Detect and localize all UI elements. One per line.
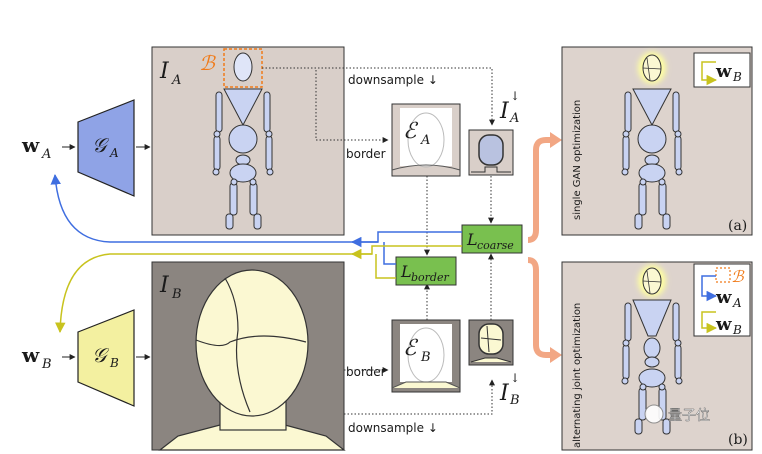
- generator-b-label: 𝒢 B: [92, 343, 119, 370]
- legend-b-wb-label: w B: [715, 314, 742, 337]
- svg-text:I: I: [159, 59, 170, 84]
- l-border-box: [395, 256, 457, 286]
- blue-feedback-arrow: [50, 173, 462, 243]
- yellow-feedback-arrow: [55, 245, 462, 334]
- svg-text:A: A: [732, 296, 742, 310]
- downsample-path-bottom: [344, 379, 495, 415]
- ib-down-label: I ↓ B: [499, 371, 520, 408]
- downsample-path-top: [262, 67, 493, 108]
- mannequin-result-b: [621, 265, 683, 435]
- border-region-label: ℬ: [199, 51, 216, 75]
- svg-text:↓: ↓: [510, 371, 520, 385]
- ib-down-lines: [480, 325, 502, 353]
- svg-text:B: B: [41, 357, 52, 372]
- svg-text:A: A: [41, 147, 51, 162]
- svg-text:coarse: coarse: [477, 239, 514, 252]
- watermark-icon: [644, 404, 664, 424]
- e-a-label: ℰ A: [403, 119, 430, 148]
- svg-text:w: w: [715, 314, 732, 335]
- ia-down-head: [478, 134, 504, 166]
- salmon-arrow-a: [527, 137, 552, 243]
- watermark-text: 量子位: [668, 408, 710, 424]
- svg-text:B: B: [732, 323, 742, 337]
- salmon-arrowhead-a: [550, 132, 562, 148]
- image-b-label: I B: [159, 273, 182, 302]
- generator-b: [77, 309, 135, 407]
- e-a-head-outline: [407, 112, 445, 168]
- e-a-shoulder: [391, 164, 461, 171]
- legend-b-wa-label: w A: [715, 287, 742, 310]
- border-path-top: [262, 67, 344, 141]
- border-top-label: border: [346, 147, 386, 161]
- svg-text:L: L: [466, 230, 478, 249]
- e-b-shoulder: [391, 381, 461, 389]
- svg-text:↓: ↓: [510, 89, 520, 103]
- svg-text:A: A: [509, 111, 519, 126]
- mannequin-result-a: [621, 52, 683, 230]
- svg-text:border: border: [411, 271, 449, 284]
- svg-text:L: L: [400, 262, 412, 281]
- svg-text:B: B: [109, 356, 119, 370]
- legend-a-label: w B: [715, 61, 742, 84]
- l-coarse-label: L coarse: [466, 230, 514, 252]
- l-border-label: L border: [400, 262, 449, 284]
- alternating-label: alternating joint optimization: [572, 303, 583, 448]
- svg-text:B: B: [732, 70, 742, 84]
- salmon-arrow-b: [527, 257, 552, 358]
- e-a-inner: [400, 108, 452, 166]
- svg-text:A: A: [420, 133, 430, 148]
- generator-a: [77, 99, 135, 197]
- svg-text:𝒢: 𝒢: [92, 343, 110, 367]
- downsample-bottom-label: downsample ↓: [348, 421, 438, 435]
- svg-text:A: A: [171, 73, 181, 88]
- legend-b-loop-a: [701, 275, 718, 302]
- tag-b: (b): [728, 432, 748, 448]
- single-gan-label: single GAN optimization: [572, 100, 583, 220]
- e-b-label: ℰ B: [403, 336, 431, 365]
- w-b-label: w B: [21, 343, 52, 372]
- ib-down-neck: [470, 357, 512, 363]
- ia-down-label: I ↓ A: [499, 89, 520, 126]
- legend-a-loop: [701, 61, 718, 86]
- image-a-label: I A: [159, 59, 181, 88]
- svg-text:I: I: [499, 99, 510, 124]
- svg-text:I: I: [499, 381, 510, 406]
- svg-text:ℰ: ℰ: [403, 119, 419, 144]
- svg-text:A: A: [109, 146, 119, 160]
- svg-text:ℰ: ℰ: [403, 336, 419, 361]
- salmon-arrowhead-b: [550, 347, 562, 363]
- generator-a-label: 𝒢 A: [92, 133, 119, 160]
- w-a-label: w A: [21, 133, 51, 162]
- image-b-head: [158, 269, 346, 451]
- l-coarse-box: [461, 224, 523, 254]
- svg-text:B: B: [509, 393, 520, 408]
- border-bottom-label: border: [346, 365, 386, 379]
- yellow-lborder-link: [375, 254, 396, 279]
- ia-down-neck: [471, 166, 511, 173]
- legend-b-border-label: ℬ: [731, 267, 745, 286]
- svg-text:w: w: [715, 61, 732, 82]
- legend-a: [693, 52, 751, 88]
- svg-text:B: B: [420, 350, 431, 365]
- downsample-top-label: downsample ↓: [348, 73, 438, 87]
- svg-text:I: I: [159, 273, 170, 298]
- blue-lborder-link: [383, 242, 396, 265]
- svg-text:w: w: [21, 133, 40, 157]
- legend-b-border-box: [715, 267, 731, 283]
- svg-text:w: w: [21, 343, 40, 367]
- mannequin-a: [212, 52, 274, 230]
- svg-text:w: w: [715, 287, 732, 308]
- svg-text:B: B: [171, 287, 182, 302]
- svg-text:𝒢: 𝒢: [92, 133, 110, 157]
- e-b-inner: [400, 324, 452, 382]
- legend-b-loop-b: [701, 311, 718, 334]
- tag-a: (a): [728, 218, 747, 234]
